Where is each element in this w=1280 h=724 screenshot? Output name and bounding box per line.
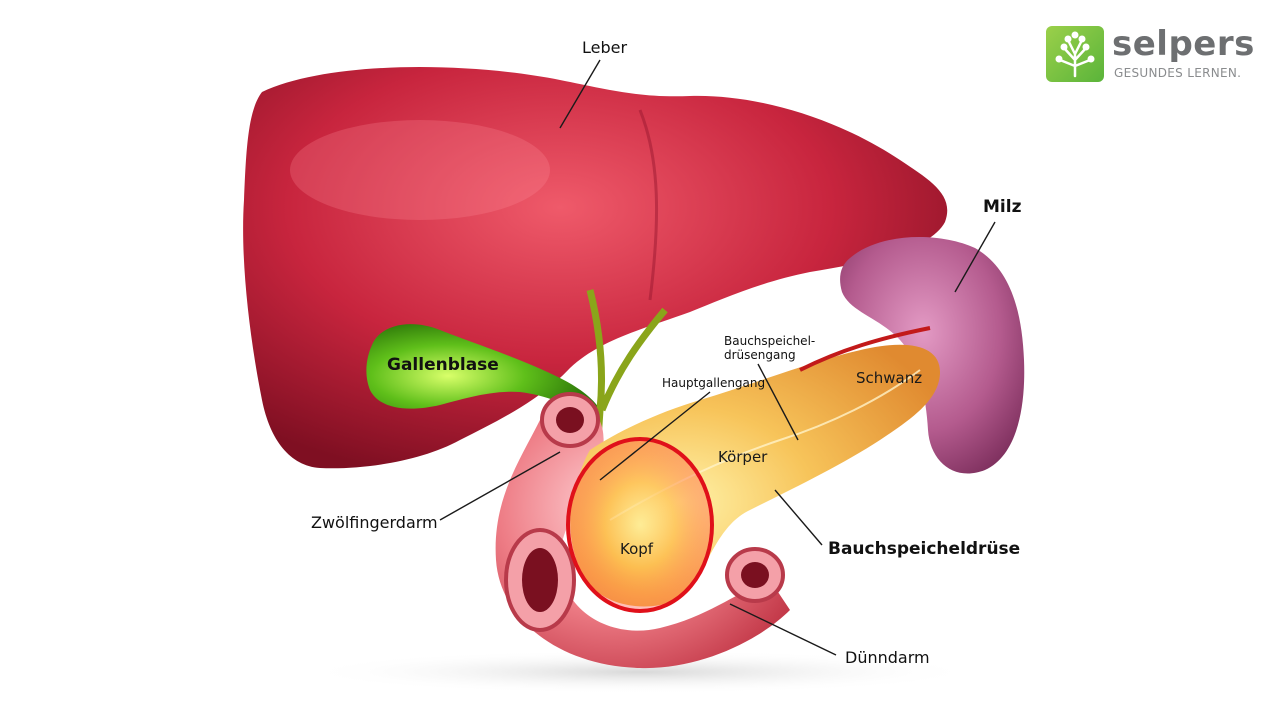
liver-highlight (290, 120, 550, 220)
label-hauptgallengang: Hauptgallengang (662, 376, 766, 390)
duodenum-lumen-side (522, 548, 558, 612)
duodenum-lumen-top (556, 407, 584, 433)
leader-hauptgallengang (599, 391, 711, 481)
label-duenndarm: Dünndarm (845, 648, 930, 667)
small-intestine-lumen (741, 562, 769, 588)
logo-tagline: GESUNDES LERNEN. (1114, 66, 1242, 80)
selpers-logo: selpers GESUNDES LERNEN. (1046, 24, 1256, 86)
liver-lobe-line (638, 109, 659, 301)
leader-duenndarm (729, 603, 837, 656)
label-bauchspeicheldruese: Bauchspeicheldrüse (828, 539, 1021, 559)
pancreas-head-highlight-circle (566, 437, 714, 613)
leader-leber (559, 59, 601, 129)
label-bauchspeicheldruesengang-line2: drüsengang (724, 348, 796, 362)
leader-milz (954, 221, 996, 293)
pancreas-head-glow (570, 440, 710, 610)
leader-bauchspeicheldruesengang (757, 363, 799, 441)
leader-bauchspeicheldruese (774, 489, 823, 546)
label-leber: Leber (582, 38, 628, 57)
gallbladder-shape (366, 324, 600, 418)
ground-shadow (300, 650, 980, 694)
label-kopf: Kopf (620, 540, 654, 558)
label-gallenblase: Gallenblase (387, 355, 499, 375)
label-bauchspeicheldruesengang-line1: Bauchspeichel- (724, 334, 816, 348)
logo-wordmark: selpers (1112, 24, 1255, 64)
splenic-vessel (799, 326, 931, 372)
label-milz: Milz (983, 197, 1022, 217)
tree-icon (1046, 26, 1104, 82)
label-schwanz: Schwanz (856, 369, 923, 387)
leader-zwoelffingerdarm (439, 451, 561, 521)
label-koerper: Körper (718, 448, 768, 466)
label-zwoelffingerdarm: Zwölfingerdarm (311, 513, 438, 532)
